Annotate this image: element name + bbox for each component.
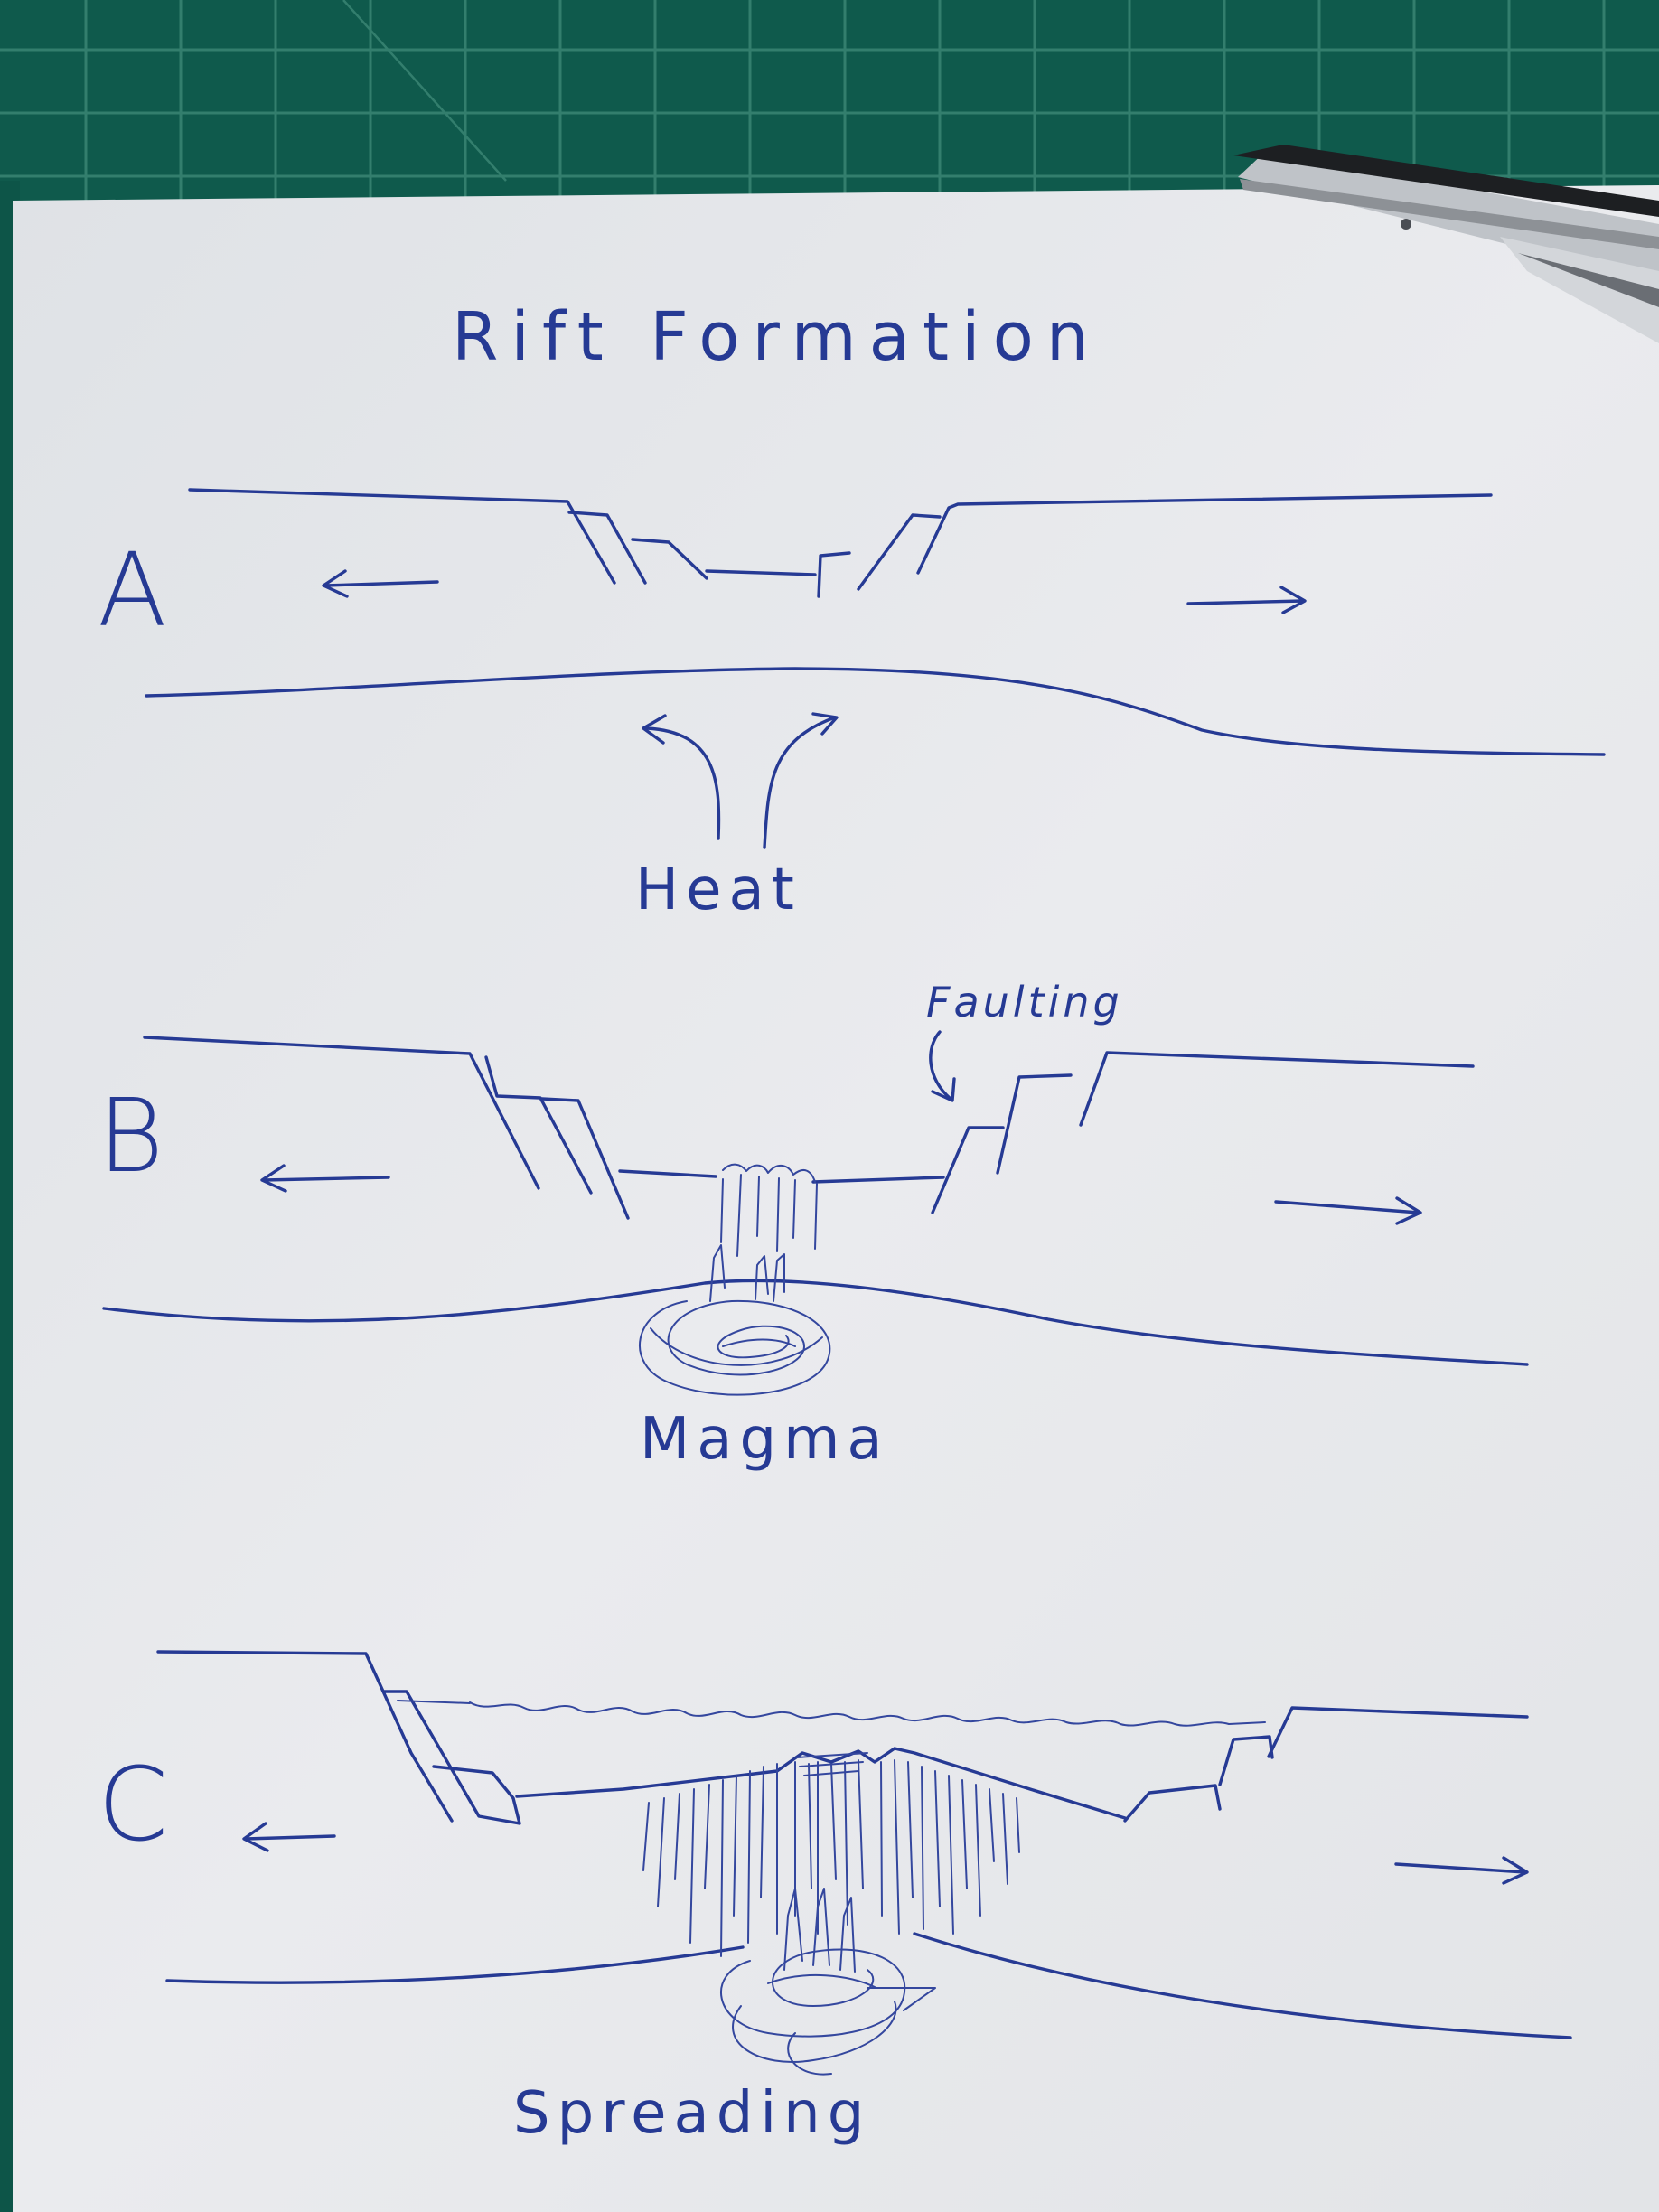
diagram-title: Rift Formation: [452, 298, 1101, 376]
panel-c-right-arrow-icon: [1394, 1856, 1529, 1885]
panel-c-fractures: [642, 1752, 1020, 1973]
scissors-icon: [1233, 145, 1659, 343]
panel-b-right-arrow-icon: [1274, 1196, 1422, 1225]
panel-c: C Spreading: [98, 1650, 1572, 2147]
panel-c-left-arrow-icon: [242, 1822, 336, 1852]
paper-sheet: [13, 185, 1659, 2212]
faulting-arrow-icon: [929, 1030, 956, 1102]
panel-c-surface: [156, 1650, 1529, 1825]
faulting-label: Faulting: [926, 978, 1123, 1026]
heat-label: Heat: [635, 857, 801, 923]
panel-a-surface: [188, 488, 1493, 598]
panel-b-fractures: [709, 1163, 818, 1302]
heat-arrows-icon: [642, 712, 839, 849]
spreading-label: Spreading: [513, 2080, 871, 2147]
panel-c-moho-right: [913, 1932, 1572, 2039]
panel-c-moho-left: [165, 1945, 745, 1984]
panel-a: A Heat: [98, 488, 1606, 923]
panel-b-surface: [143, 1036, 1475, 1220]
panel-a-left-arrow-icon: [322, 569, 439, 598]
panel-b-magma-icon: [638, 1299, 831, 1396]
magma-label: Magma: [640, 1406, 890, 1473]
panel-b: B Faulting Magma: [98, 978, 1529, 1473]
panel-c-water: [397, 1700, 1266, 1727]
panel-b-left-arrow-icon: [260, 1164, 390, 1193]
panel-a-right-arrow-icon: [1186, 586, 1307, 614]
panel-letter-c: C: [98, 1747, 168, 1864]
panel-b-moho: [102, 1279, 1529, 1366]
panel-letter-a: A: [98, 532, 167, 650]
panel-letter-b: B: [98, 1078, 164, 1195]
panel-c-magma-icon: [720, 1948, 936, 2076]
panel-a-moho: [145, 667, 1606, 756]
